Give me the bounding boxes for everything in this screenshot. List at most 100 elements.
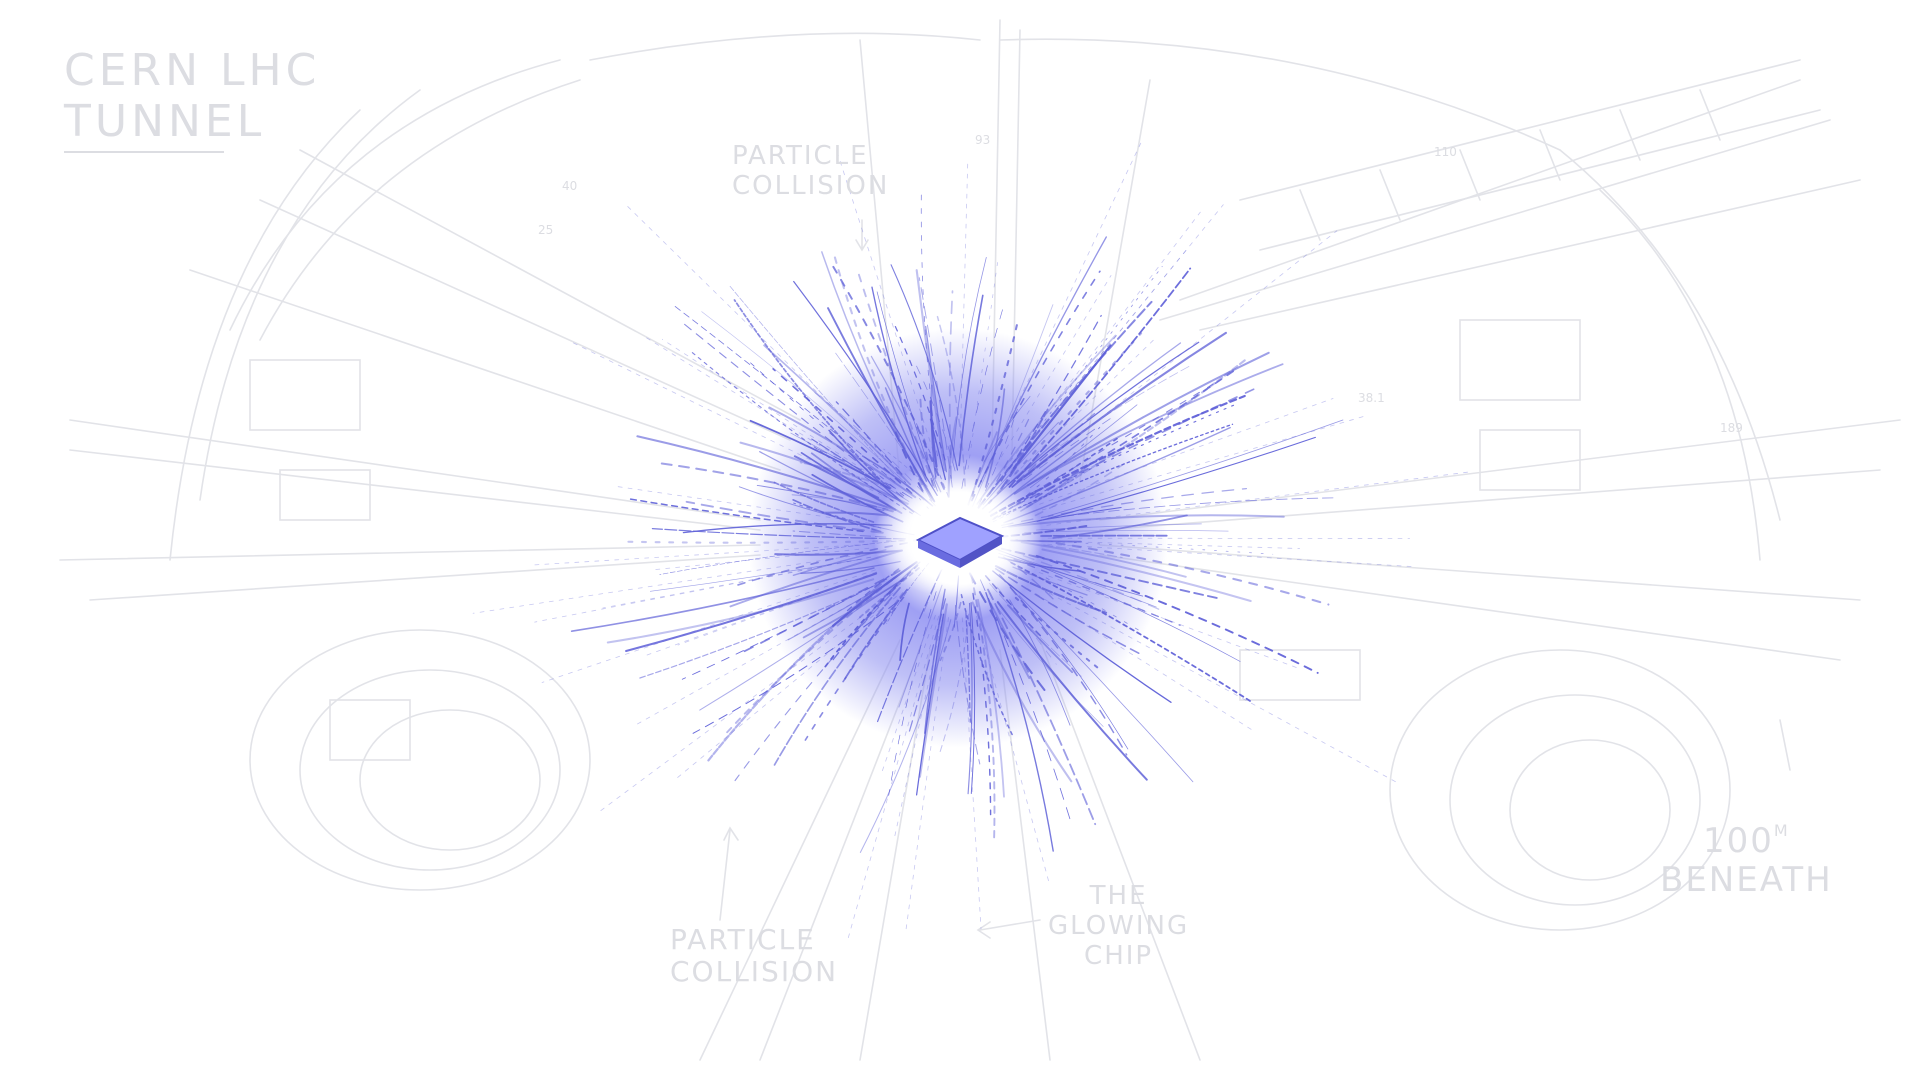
particle-track [642, 335, 889, 489]
particle-streak [888, 591, 937, 796]
particle-track [534, 556, 872, 623]
particle-streak [1015, 539, 1274, 555]
particle-track [894, 616, 944, 838]
particle-track [624, 203, 903, 476]
particle-track [1005, 248, 1188, 471]
particle-streak [948, 290, 954, 479]
particle-track [634, 584, 886, 726]
collision-bottom-line-2: COLLISION [670, 955, 839, 989]
particle-streak [649, 558, 863, 592]
particle-streak [1007, 604, 1074, 674]
collision-bottom-line-1: PARTICLE [670, 923, 816, 956]
particle-track [1005, 204, 1224, 471]
particle-streak [985, 592, 1054, 852]
particle-streak [673, 305, 896, 483]
particle-streak [1008, 267, 1192, 488]
particle-streak [981, 342, 1182, 510]
particle-track [615, 485, 870, 524]
particle-streak [1047, 497, 1338, 519]
particle-streak [790, 432, 910, 502]
particle-streak [800, 452, 896, 511]
collision-top-line-2: COLLISION [732, 170, 890, 201]
measurement-110: 110 [1434, 145, 1457, 159]
particle-streak [1000, 574, 1129, 750]
particle-streak [681, 578, 888, 680]
particle-track [1038, 572, 1300, 669]
particle-streak [925, 325, 948, 473]
particle-streak [739, 441, 909, 505]
particle-streak [883, 448, 928, 487]
particle-streak [685, 500, 884, 534]
measurement-93: 93 [975, 133, 990, 147]
particle-streak [701, 311, 925, 501]
particle-streak [871, 286, 927, 476]
particle-streak [734, 594, 891, 782]
particle-streak [1026, 357, 1249, 508]
particle-streak [1022, 402, 1240, 503]
particle-streak [1009, 599, 1071, 726]
particle-streak [996, 586, 1057, 665]
particle-streak [961, 302, 1005, 489]
particle-streak [977, 300, 1153, 509]
particle-streak [992, 423, 1234, 520]
depth-unit: m [1773, 821, 1790, 840]
particle-streak [899, 602, 910, 662]
particle-streak [971, 601, 1073, 783]
particle-streak [915, 613, 945, 796]
chip-label-line-1: THE [1089, 881, 1148, 911]
particle-streak [1034, 367, 1239, 499]
glowing-chip-label: THE GLOWING CHIP [1048, 881, 1189, 972]
particle-streak [971, 318, 1020, 497]
title-label: CERN LHC TUNNEL [64, 45, 321, 154]
particle-streak [988, 416, 1031, 496]
particle-streak [915, 269, 946, 472]
particle-track [1039, 398, 1334, 505]
measurement-40: 40 [562, 179, 577, 193]
particle-track [541, 569, 876, 683]
particle-streak [619, 539, 919, 544]
particle-streak [989, 583, 1084, 679]
particle-streak [995, 605, 1104, 727]
particle-streak [793, 502, 882, 529]
title-underline [64, 151, 224, 154]
particle-streak [998, 573, 1128, 756]
particle-streak [773, 481, 875, 523]
depth-label: 100m BENEATH [1660, 821, 1833, 900]
particle-streak [920, 186, 938, 457]
particle-streak [1007, 514, 1285, 528]
particle-streak [1010, 408, 1049, 474]
particle-streak [637, 580, 885, 680]
particle-track [1020, 230, 1338, 482]
particle-streak [841, 467, 894, 502]
particle-streak [1026, 363, 1284, 487]
particle-track [1027, 588, 1253, 731]
particle-streak [984, 575, 1043, 638]
particle-streak [679, 320, 904, 498]
measurement-38-1: 38.1 [1358, 391, 1385, 405]
measurement-189: 189 [1720, 421, 1743, 435]
particle-streak [822, 564, 919, 671]
particle-track [961, 617, 982, 929]
particle-streak [977, 408, 1018, 507]
particle-streak [1034, 463, 1125, 517]
particle-streak [773, 586, 901, 766]
particle-streak [729, 285, 894, 475]
particle-streak [772, 368, 913, 494]
particle-streak [768, 406, 917, 499]
particle-streak [1041, 548, 1252, 603]
particle-streak [749, 419, 891, 490]
particle-streak [1013, 351, 1270, 495]
particle-streak [737, 569, 901, 656]
particle-collision-label-top: PARTICLE COLLISION [732, 141, 890, 202]
particle-streak [984, 388, 1006, 488]
particle-track [1047, 540, 1300, 549]
particle-streak [1043, 544, 1123, 559]
particle-streak [1016, 381, 1217, 503]
particle-streak [799, 461, 889, 489]
title-line-1: CERN LHC [64, 45, 321, 96]
particle-streak [636, 435, 897, 512]
particle-streak [1011, 433, 1081, 488]
particle-streak [894, 325, 946, 461]
particle-streak [972, 592, 992, 816]
